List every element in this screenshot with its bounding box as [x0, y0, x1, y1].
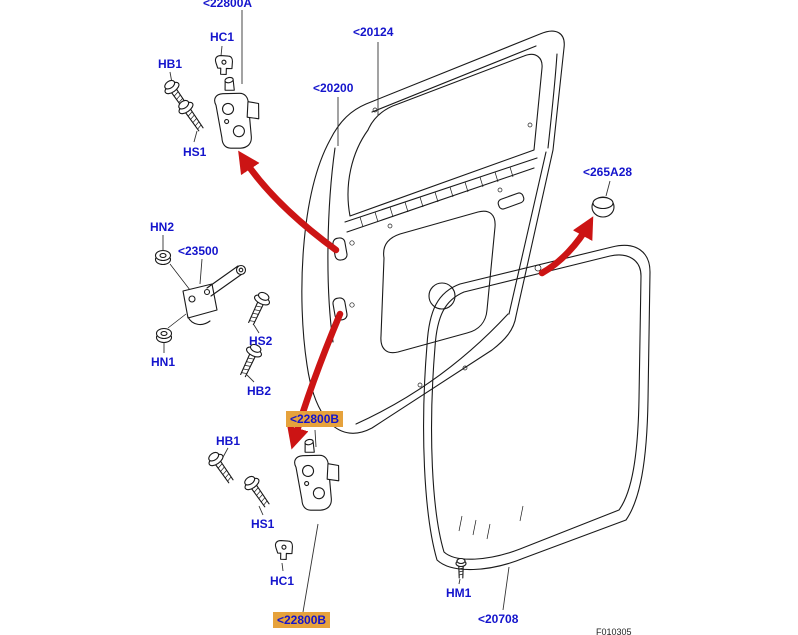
hardware-label-hn1[interactable]: HN1	[151, 355, 176, 369]
hardware-label-hb1-bottom[interactable]: HB1	[216, 434, 241, 448]
hardware-label-hn2[interactable]: HN2	[150, 220, 175, 234]
part-label-265a28[interactable]: <265A28	[583, 165, 633, 179]
drawing-number: F010305	[596, 627, 632, 635]
nut-hn2-drawing	[154, 249, 172, 266]
hardware-label-hc1-top[interactable]: HC1	[210, 30, 235, 44]
hardware-label-hc1-bottom[interactable]: HC1	[270, 574, 295, 588]
hardware-label-hs1-top[interactable]: HS1	[183, 145, 207, 159]
red-arrows	[238, 150, 594, 450]
hardware-label-hb1-top[interactable]: HB1	[158, 57, 183, 71]
part-label-23500[interactable]: <23500	[178, 244, 219, 258]
hardware-label-hb2[interactable]: HB2	[247, 384, 272, 398]
bolt-hb1-bottom-drawing	[204, 448, 239, 487]
check-strap-drawing	[167, 263, 247, 329]
door-panel-drawing	[301, 30, 565, 434]
part-label-22800b-lower[interactable]: <22800B	[273, 612, 331, 628]
red-arrow-to-plug	[538, 216, 594, 277]
part-label-20708[interactable]: <20708	[478, 612, 519, 626]
bolt-hs2-drawing	[243, 289, 273, 328]
part-label-20124[interactable]: <20124	[353, 25, 394, 39]
hardware-label-hs2[interactable]: HS2	[249, 334, 273, 348]
hardware-label-hs1-bottom[interactable]: HS1	[251, 517, 275, 531]
plug-265a28-drawing	[591, 196, 615, 218]
top-hinge-drawing	[209, 72, 268, 153]
door-seal-drawing	[423, 244, 651, 571]
clip-hc1-top-drawing	[214, 53, 235, 77]
leader-lines	[162, 10, 611, 613]
bolt-hs1-bottom-drawing	[240, 472, 275, 511]
bottom-hinge-drawing	[289, 434, 348, 515]
nut-hn1-drawing	[155, 327, 173, 344]
clip-hc1-bottom-drawing	[274, 538, 295, 562]
part-label-20200[interactable]: <20200	[313, 81, 354, 95]
part-label-22800a[interactable]: <22800A	[203, 0, 253, 10]
part-label-22800b-upper[interactable]: <22800B	[286, 411, 344, 427]
red-arrow-to-top-hinge	[238, 150, 340, 254]
hardware-label-hm1[interactable]: HM1	[446, 586, 472, 600]
red-arrow-to-bottom-hinge	[287, 310, 344, 450]
bolt-hs1-top-drawing	[174, 96, 209, 135]
